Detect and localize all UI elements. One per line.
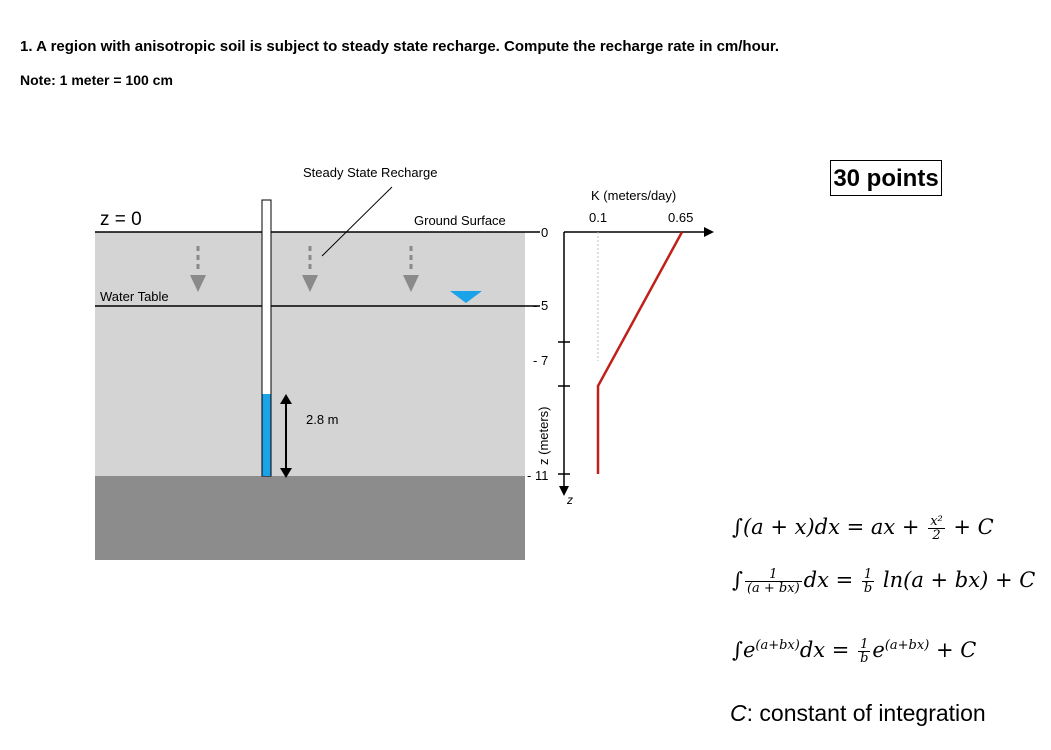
bedrock-layer (95, 476, 525, 560)
k-tick-label: 0.1 (589, 210, 607, 225)
k-axis-title: K (meters/day) (591, 188, 676, 203)
z-tick-label: - 11 (527, 468, 548, 483)
z-axis-label: z (meters) (536, 407, 551, 466)
recharge-arrow (190, 246, 206, 292)
z-tick-label: - 5 (533, 298, 548, 313)
recharge-leader-line (321, 186, 393, 257)
z-arrow-label: z (566, 493, 573, 507)
recharge-arrow (302, 246, 318, 292)
piezometer-height-label: 2.8 m (306, 412, 339, 427)
z-tick-label: 0 (541, 225, 548, 240)
k-profile-line (596, 231, 684, 474)
piezometer-water (262, 394, 271, 476)
z-axis-arrowhead (559, 486, 569, 496)
question-note: Note: 1 meter = 100 cm (20, 72, 173, 88)
constant-note: C: constant of integration (730, 700, 986, 726)
ground-surface-label: Ground Surface (414, 213, 506, 228)
soil-layer (95, 232, 525, 476)
recharge-label: Steady State Recharge (303, 165, 437, 180)
points-badge: 30 points (830, 160, 942, 196)
k-axis-arrowhead (704, 227, 714, 237)
z-tick-label: - 7 (533, 353, 548, 368)
question-title: 1. A region with anisotropic soil is sub… (20, 38, 780, 55)
z0-label: z = 0 (100, 209, 142, 230)
water-table-symbol (450, 291, 482, 303)
piezometer-height-arrow (280, 394, 292, 478)
k-tick-label: 0.65 (668, 210, 693, 225)
recharge-arrow (403, 246, 419, 292)
water-table-label: Water Table (100, 289, 169, 304)
